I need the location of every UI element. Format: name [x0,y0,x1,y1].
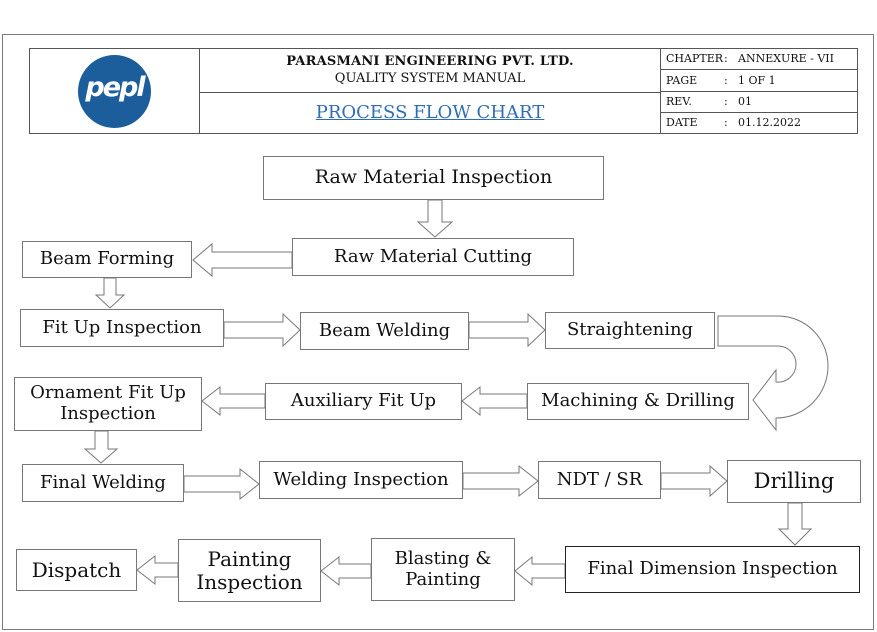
step-auxiliary-fit-up: Auxiliary Fit Up [265,383,462,420]
step-label: Beam Forming [39,248,175,270]
manual-title: QUALITY SYSTEM MANUAL [334,71,526,86]
step-drilling: Drilling [727,460,861,503]
arrow-left [320,555,372,587]
meta-key: PAGE [666,74,698,87]
arrow-down [94,277,126,309]
meta-divider [660,91,858,92]
step-label: Painting [207,546,292,571]
step-beam-forming: Beam Forming [22,241,192,278]
step-machining-drilling: Machining & Drilling [527,383,749,420]
step-final-dimension-inspection: Final Dimension Inspection [565,546,860,593]
step-welding-inspection: Welding Inspection [259,461,463,499]
step-label: NDT / SR [556,468,643,490]
meta-row-chapter: CHAPTER:ANNEXURE - VII [666,52,834,65]
meta-value: ANNEXURE - VII [738,52,834,65]
arrow-down [416,199,454,238]
step-label: Raw Material Inspection [314,166,553,189]
step-fit-up-inspection: Fit Up Inspection [20,309,224,347]
step-label: Beam Welding [318,319,451,341]
company-name: PARASMANI ENGINEERING PVT. LTD. [286,54,574,69]
step-ndt-sr: NDT / SR [538,461,661,499]
company-logo-text: pepl [85,72,145,103]
meta-value: 01.12.2022 [738,116,801,129]
meta-value: 01 [738,95,752,108]
step-dispatch: Dispatch [16,549,137,591]
meta-key: CHAPTER [666,52,724,65]
arrow-left [461,385,528,417]
step-label: Final Dimension Inspection [587,558,838,580]
step-label: Welding Inspection [273,468,449,490]
arrow-curve [717,315,829,432]
meta-row-rev: REV.:01 [666,95,752,108]
step-label: Machining & Drilling [541,390,735,412]
step-label: Auxiliary Fit Up [290,390,437,412]
step-label: Raw Material Cutting [333,245,533,267]
meta-value: 1 OF 1 [738,74,776,87]
step-label: Ornament Fit Up [30,382,186,404]
step-label: Drilling [753,469,835,494]
arrow-left [136,554,179,586]
arrow-down [777,502,813,546]
arrow-right [660,464,728,498]
meta-divider [660,69,858,70]
step-final-welding: Final Welding [22,464,184,502]
arrow-down [83,430,119,464]
meta-divider [660,112,858,113]
arrow-right [183,467,260,501]
arrow-right [468,312,546,348]
company-logo [78,55,151,128]
step-label: Straightening [566,319,694,341]
arrow-left [192,242,293,278]
step-raw-material-cutting: Raw Material Cutting [292,238,574,276]
step-label: Fit Up Inspection [42,316,202,338]
meta-key: DATE [666,116,698,129]
arrow-left [514,555,566,587]
step-label: Inspection [60,403,156,424]
step-straightening: Straightening [545,312,715,349]
step-beam-welding: Beam Welding [300,312,469,350]
step-blasting-painting: Blasting &Painting [371,538,515,601]
step-raw-material-inspection: Raw Material Inspection [263,156,604,200]
title-divider [199,92,661,93]
step-label: Blasting & [394,547,492,569]
meta-row-page: PAGE:1 OF 1 [666,74,776,87]
meta-key: REV. [666,95,692,108]
step-label: Painting [405,568,481,590]
arrow-right [223,312,301,348]
chart-title: PROCESS FLOW CHART [315,102,545,123]
page-border [2,34,874,630]
arrow-left [201,385,266,417]
step-label: Inspection [196,569,303,594]
step-label: Final Welding [40,471,166,493]
meta-row-date: DATE:01.12.2022 [666,116,801,129]
step-label: Dispatch [31,557,122,582]
arrow-right [462,464,539,498]
